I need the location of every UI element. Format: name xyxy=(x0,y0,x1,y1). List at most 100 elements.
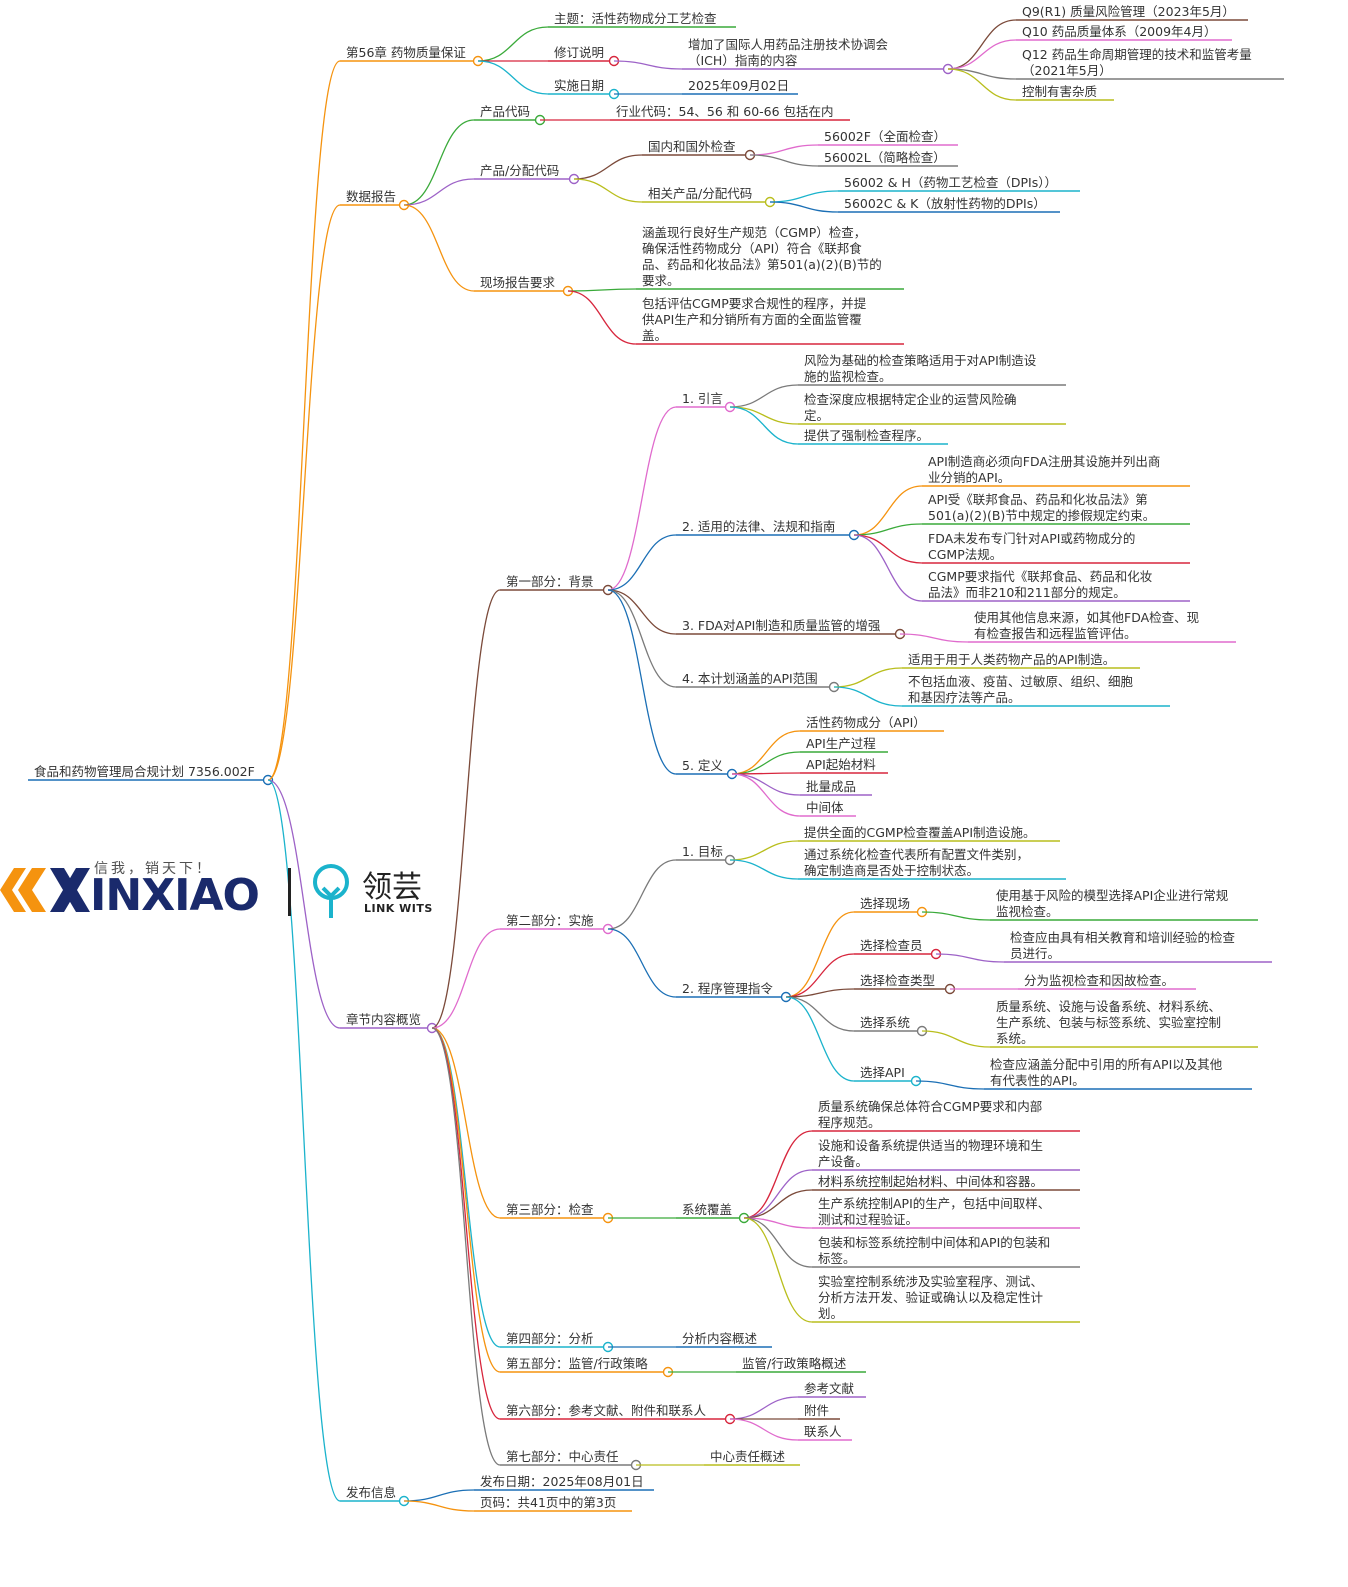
p2-label: 第二部分：实施 xyxy=(506,913,594,928)
p1-law-item: 品法》而非210和211部分的规定。 xyxy=(928,585,1126,600)
p2-prog-item: 选择检查类型 xyxy=(860,973,935,988)
p6-label: 第六部分：参考文献、附件和联系人 xyxy=(506,1403,707,1418)
p3-item: 程序规范。 xyxy=(818,1115,881,1130)
edge-data-pc xyxy=(403,119,475,206)
edge-law-2 xyxy=(853,534,923,564)
edge-pac-dom xyxy=(573,154,643,180)
edge-p1-scope xyxy=(607,589,677,688)
branch-ch56: 第56章 药物质量保证 xyxy=(346,45,466,60)
p3-item: 材料系统控制起始材料、中间体和容器。 xyxy=(818,1174,1043,1189)
p3-item: 测试和过程验证。 xyxy=(818,1212,918,1227)
p1-scope: 4. 本计划涵盖的API范围 xyxy=(682,671,818,686)
p1-intro-item: 定。 xyxy=(804,408,829,423)
p7-item: 中心责任概述 xyxy=(710,1449,786,1464)
ich-q9: Q9(R1) 质量风险管理（2023年5月） xyxy=(1022,4,1235,19)
edge-scope-0 xyxy=(833,667,903,688)
data-f2: 包括评估CGMP要求合规性的程序，并提 xyxy=(642,296,867,311)
edge-field-2 xyxy=(567,290,637,345)
data-f2: 盖。 xyxy=(642,328,667,343)
edge-p1-intro xyxy=(607,406,677,591)
edge-prog-sub-3 xyxy=(921,1030,991,1048)
p2-prog-item: 选择系统 xyxy=(860,1015,910,1030)
p2-prog-item: 选择API xyxy=(860,1065,905,1080)
p3-coverage: 系统覆盖 xyxy=(682,1202,732,1217)
pub-date: 发布日期：2025年08月01日 xyxy=(480,1474,644,1489)
p2-goal-item: 提供全面的CGMP检查覆盖API制造设施。 xyxy=(804,825,1036,840)
edge-rev-desc xyxy=(613,60,683,70)
ch56-revision-desc: 增加了国际人用药品注册技术协调会 xyxy=(688,37,889,52)
p2-prog-detail: 有代表性的API。 xyxy=(990,1073,1085,1088)
edge-intro-2 xyxy=(729,406,799,445)
edge-p6-0 xyxy=(729,1396,799,1420)
data-f2: 供API生产和分销所有方面的全面监管覆 xyxy=(642,312,862,327)
p1-def-item: 批量成品 xyxy=(806,779,856,794)
p2-prog-detail: 检查应由具有相关教育和培训经验的检查 xyxy=(1010,930,1236,945)
edge-data-field xyxy=(403,204,475,292)
data-f1: 品、药品和化妆品法》第501(a)(2)(B)节的 xyxy=(642,257,882,272)
p1-law-item: API受《联邦食品、药品和化妆品法》第 xyxy=(928,492,1148,507)
ch56-topic: 主题：活性药物成分工艺检查 xyxy=(554,11,717,26)
p1-def-item: 中间体 xyxy=(806,800,844,815)
edge-ov-p1 xyxy=(431,589,501,1029)
edge-prog-sub-0 xyxy=(921,911,991,921)
edge-ov-p6 xyxy=(431,1027,501,1420)
logo-brand: INXIAO xyxy=(90,870,260,921)
edge-prog-0 xyxy=(785,911,855,998)
edge-p1-law xyxy=(607,534,677,591)
edge-p1-def xyxy=(607,589,677,775)
edge-law-0 xyxy=(853,485,923,536)
p2-prog: 2. 程序管理指令 xyxy=(682,981,773,996)
p2-prog-detail: 分为监视检查和因故检查。 xyxy=(1024,973,1174,988)
edge-root-overview xyxy=(267,779,341,1029)
linkwits-en-name: LINK WITS xyxy=(364,902,433,915)
edge-rel-2 xyxy=(769,201,839,213)
ich-q12: Q12 药品生命周期管理的技术和监管考量 xyxy=(1022,47,1252,62)
p1-scope-item: 适用于用于人类药物产品的API制造。 xyxy=(908,652,1115,667)
p1-def: 5. 定义 xyxy=(682,758,723,773)
p1-law-item: API制造商必须向FDA注册其设施并列出商 xyxy=(928,454,1160,469)
p2-prog-item: 选择检查员 xyxy=(860,938,923,953)
p2-prog-detail: 质量系统、设施与设备系统、材料系统、 xyxy=(996,999,1221,1014)
edge-root-ch56 xyxy=(267,60,341,781)
ch56-revision-desc: （ICH）指南的内容 xyxy=(688,53,797,68)
p3-label: 第三部分：检查 xyxy=(506,1202,594,1217)
edge-cov-1 xyxy=(743,1169,813,1219)
p1-intro: 1. 引言 xyxy=(682,391,723,406)
edge-p1-enh xyxy=(607,589,677,635)
p2-goal-item: 确定制造商是否处于控制状态。 xyxy=(804,863,979,878)
linkwits-logo-icon xyxy=(313,864,349,918)
p1-law-item: FDA未发布专门针对API或药物成分的 xyxy=(928,531,1135,546)
edge-root-data xyxy=(267,204,341,781)
edge-pub-page xyxy=(403,1500,475,1512)
data-d2: 56002L（简略检查） xyxy=(824,150,946,165)
p1-intro-item: 检查深度应根据特定企业的运营风险确 xyxy=(804,392,1017,407)
data-pac: 产品/分配代码 xyxy=(480,163,559,178)
edge-goal-1 xyxy=(729,859,799,880)
p1-intro-item: 提供了强制检查程序。 xyxy=(804,428,929,443)
p1-scope-item: 不包括血液、疫苗、过敏原、组织、细胞 xyxy=(908,674,1134,689)
edge-prog-sub-4 xyxy=(915,1080,985,1090)
edge-ov-p5 xyxy=(431,1027,501,1373)
p1-label: 第一部分：背景 xyxy=(506,574,594,589)
data-f1: 涵盖现行良好生产规范（CGMP）检查， xyxy=(642,225,866,240)
p6-item: 联系人 xyxy=(804,1424,842,1439)
edge-dom-2 xyxy=(749,154,819,167)
p2-goal-item: 通过系统化检查代表所有配置文件类别， xyxy=(804,847,1029,862)
p6-item: 参考文献 xyxy=(804,1381,854,1396)
edge-root-pub xyxy=(267,779,341,1502)
p1-law: 2. 适用的法律、法规和指南 xyxy=(682,519,835,534)
data-domestic: 国内和国外检查 xyxy=(648,139,736,154)
edge-scope-1 xyxy=(833,686,903,707)
data-r2: 56002C & K（放射性药物的DPIs） xyxy=(844,196,1046,211)
linkwits-cn-name: 领芸 xyxy=(362,870,422,905)
edge-ov-p4 xyxy=(431,1027,501,1348)
p3-item: 划。 xyxy=(818,1306,843,1321)
edge-goal-0 xyxy=(729,840,799,861)
ch56-revision: 修订说明 xyxy=(554,45,604,60)
edge-ich-0 xyxy=(947,19,1017,70)
ich-q10: Q10 药品质量体系（2009年4月） xyxy=(1022,24,1216,39)
p3-item: 标签。 xyxy=(818,1251,856,1266)
p4-label: 第四部分：分析 xyxy=(506,1331,594,1346)
edge-prog-sub-1 xyxy=(935,953,1005,963)
